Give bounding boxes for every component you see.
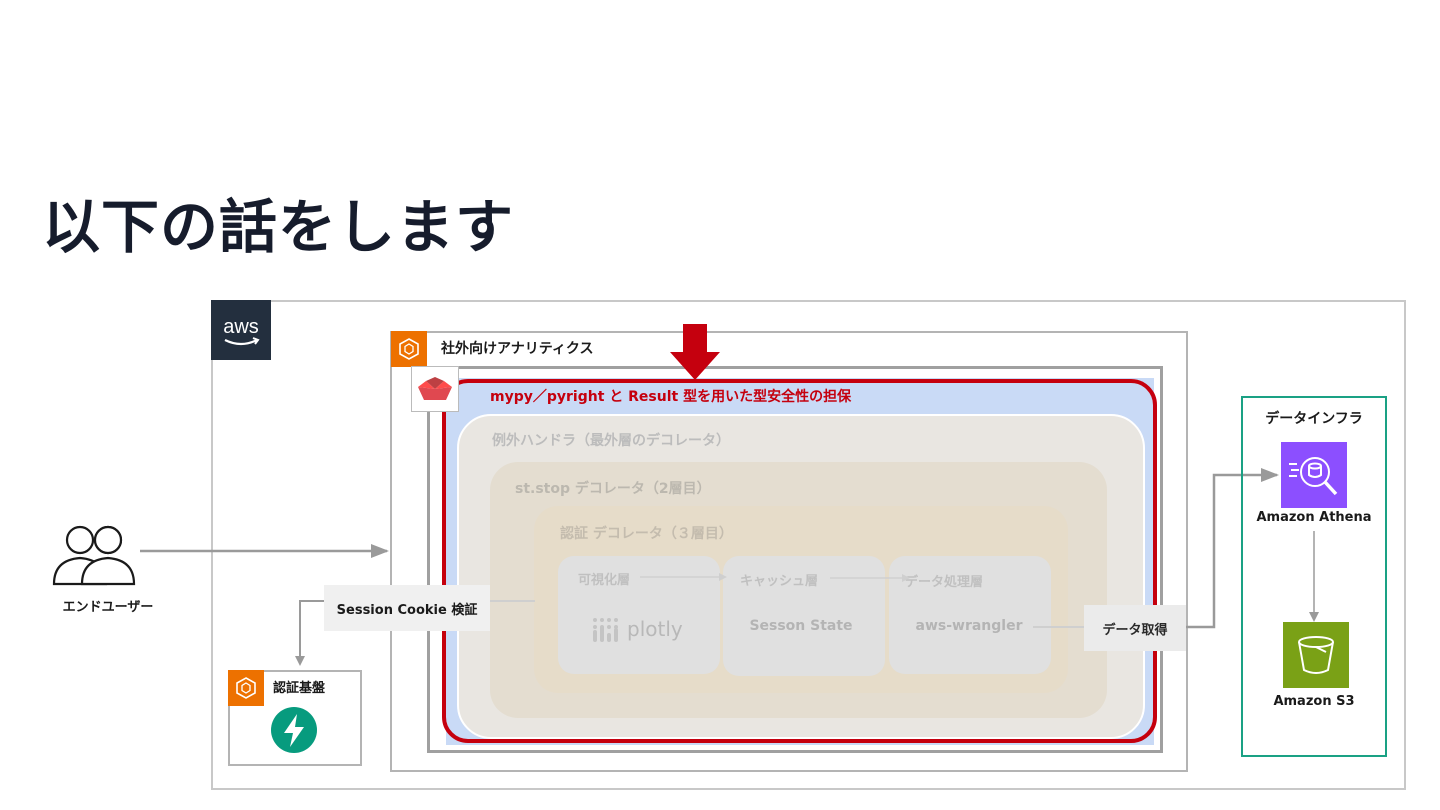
users-icon [52, 525, 136, 586]
aws-cloud-frame [211, 300, 1406, 790]
streamlit-icon [411, 366, 459, 412]
type-safety-label: mypy／pyright と Result 型を用いた型安全性の担保 [490, 389, 852, 405]
session-state-label: Sesson State [749, 618, 853, 634]
plotly-icon [593, 618, 618, 642]
lightning-icon [271, 707, 317, 753]
aws-logo: aws [211, 300, 271, 360]
auth-platform-label: 認証基盤 [273, 681, 326, 696]
ecs-icon [391, 331, 427, 367]
aws-logo-icon: aws [223, 316, 260, 346]
data-processing-layer-title: データ処理層 [905, 575, 984, 590]
external-analytics-group [390, 331, 1188, 772]
data-fetch-tag: データ取得 [1084, 605, 1186, 651]
data-infra-group [1241, 396, 1387, 757]
visualization-layer-title: 可視化層 [578, 573, 631, 588]
s3-icon [1283, 622, 1349, 688]
data-processing-layer-card [889, 556, 1051, 674]
external-analytics-label: 社外向けアナリティクス [441, 341, 594, 357]
cache-layer-card [723, 556, 885, 676]
athena-label: Amazon Athena [1256, 510, 1372, 525]
aws-wrangler-label: aws-wrangler [915, 618, 1023, 634]
auth-decorator-label: 認証 デコレータ（３層目） [560, 526, 733, 542]
exception-handler-label: 例外ハンドラ（最外層のデコレータ） [492, 433, 730, 449]
athena-icon [1281, 442, 1347, 508]
cache-layer-title: キャッシュ層 [740, 574, 819, 589]
aws-logo-text: aws [223, 316, 259, 338]
session-cookie-tag: Session Cookie 検証 [324, 585, 490, 631]
page-title: 以下の話をします [42, 193, 515, 261]
auth-ecs-icon [228, 670, 264, 706]
data-infra-label: データインフラ [1265, 411, 1363, 427]
plotly-label: plotly [627, 617, 683, 641]
type-safety-highlight-box [442, 379, 1157, 743]
st-stop-label: st.stop デコレータ（2層目） [515, 481, 711, 497]
end-user-label: エンドユーザー [62, 600, 154, 615]
s3-label: Amazon S3 [1273, 694, 1355, 709]
visualization-layer-card [558, 556, 720, 674]
streamlit-app-frame [427, 366, 1163, 753]
down-arrow-icon [670, 324, 720, 380]
